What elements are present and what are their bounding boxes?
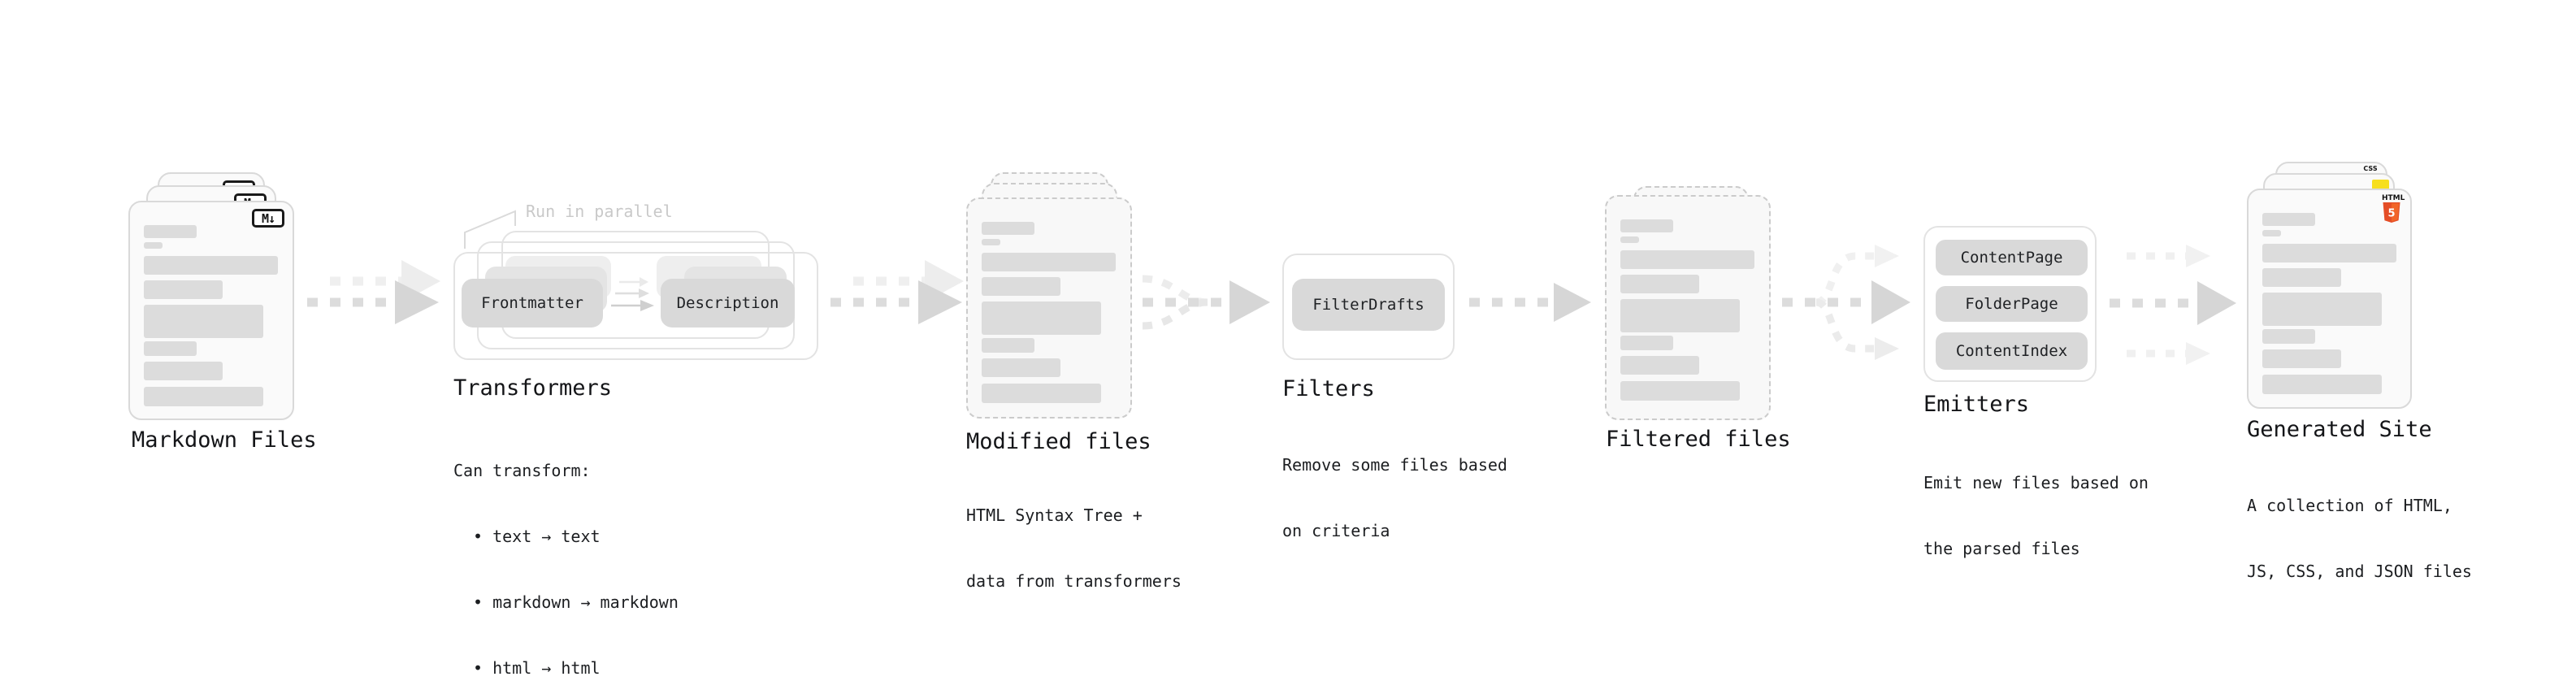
svg-text:5: 5 [2387,208,2395,220]
transformers-desc-bullet: • text → text [473,527,601,546]
emitters-desc-line: Emit new files based on [1923,473,2149,492]
generated-desc-line: A collection of HTML, [2247,496,2452,515]
emitters-desc-line: the parsed files [1923,539,2080,558]
generated-desc-line: JS, CSS, and JSON files [2247,562,2472,581]
placeholder-text-bar [144,280,223,299]
html5-icon: HTML 5 [2382,194,2405,227]
transformers-desc-bullet: • html → html [473,658,601,678]
placeholder-text-bar [2262,213,2315,226]
transformers-description: Can transform: • text → text • markdown … [453,416,679,681]
transformers-label: Transformers [453,375,613,401]
css-badge-text: CSS [2363,165,2378,172]
placeholder-text-bar [2262,349,2341,368]
html5-badge-text: HTML [2382,194,2405,202]
description-transformer-box: Description [661,279,795,327]
filtered-files-label: Filtered files [1606,427,1791,452]
transformer-flow-arrows-icon [611,277,654,311]
placeholder-text-bar [982,301,1101,335]
arrow-filtered-to-emitters-icon [1782,245,1910,360]
placeholder-text-bar [1620,275,1699,293]
placeholder-text-bar [982,239,1000,245]
transformers-desc-line: Can transform: [453,461,591,480]
run-in-parallel-connector [464,210,516,249]
arrow-markdown-to-transformers-icon [307,260,440,324]
placeholder-text-bar [1620,219,1673,232]
placeholder-text-bar [2262,244,2396,262]
emitters-description: Emit new files based on the parsed files [1923,428,2149,604]
frontmatter-transformer-box: Frontmatter [462,279,603,327]
placeholder-text-bar [144,242,163,249]
filters-description: Remove some files based on criteria [1282,410,1507,586]
contentpage-emitter-box: ContentPage [1936,240,2088,275]
html5-shield: 5 [2383,202,2400,223]
filtered-file-card-front [1605,195,1771,420]
arrow-modified-to-filters-icon [1142,275,1270,330]
generated-site-label: Generated Site [2247,417,2432,442]
modified-desc-line: HTML Syntax Tree + [966,505,1143,525]
placeholder-text-bar [144,341,197,356]
filters-desc-line: Remove some files based [1282,455,1507,475]
generated-site-description: A collection of HTML, JS, CSS, and JSON … [2247,451,2472,627]
placeholder-text-bar [982,358,1060,377]
run-in-parallel-note: Run in parallel [526,202,673,221]
placeholder-text-bar [982,338,1034,353]
filters-label: Filters [1282,376,1375,401]
modified-files-label: Modified files [966,429,1151,454]
placeholder-text-bar [144,362,223,380]
filters-desc-line: on criteria [1282,521,1390,540]
placeholder-text-bar [144,256,278,275]
placeholder-text-bar [1620,336,1673,350]
markdown-file-card-front: M↓ [128,201,294,420]
placeholder-text-bar [982,384,1101,403]
arrow-emitters-to-generated-icon [2110,245,2236,365]
emitters-label: Emitters [1923,392,2030,417]
modified-file-card-front [966,197,1132,419]
placeholder-text-bar [1620,381,1740,401]
contentindex-emitter-box: ContentIndex [1936,332,2088,370]
generated-file-card-front: HTML 5 [2247,189,2412,409]
markdown-files-label: Markdown Files [132,427,317,453]
folderpage-emitter-box: FolderPage [1936,286,2088,322]
placeholder-text-bar [2262,375,2382,394]
placeholder-text-bar [144,225,197,238]
transformers-desc-bullet: • markdown → markdown [473,592,679,612]
placeholder-text-bar [144,387,263,406]
arrow-filters-to-filtered-icon [1469,283,1591,322]
placeholder-text-bar [2262,268,2341,287]
placeholder-text-bar [1620,356,1699,375]
placeholder-text-bar [2262,293,2382,326]
placeholder-text-bar [2262,230,2281,236]
placeholder-text-bar [1620,299,1740,332]
placeholder-text-bar [982,222,1034,235]
filterdrafts-box: FilterDrafts [1292,279,1445,331]
placeholder-text-bar [982,253,1116,271]
placeholder-text-bar [2262,329,2315,344]
placeholder-text-bar [1620,250,1754,269]
transformers-container-front [453,252,818,360]
modified-desc-line: data from transformers [966,571,1182,591]
modified-files-description: HTML Syntax Tree + data from transformer… [966,461,1182,636]
emitters-container: ContentPage FolderPage ContentIndex [1923,226,2097,382]
placeholder-text-bar [982,277,1060,296]
placeholder-text-bar [1620,236,1639,243]
markdown-icon: M↓ [252,209,284,228]
placeholder-text-bar [144,305,263,338]
arrow-transformers-to-modified-icon [830,260,964,324]
